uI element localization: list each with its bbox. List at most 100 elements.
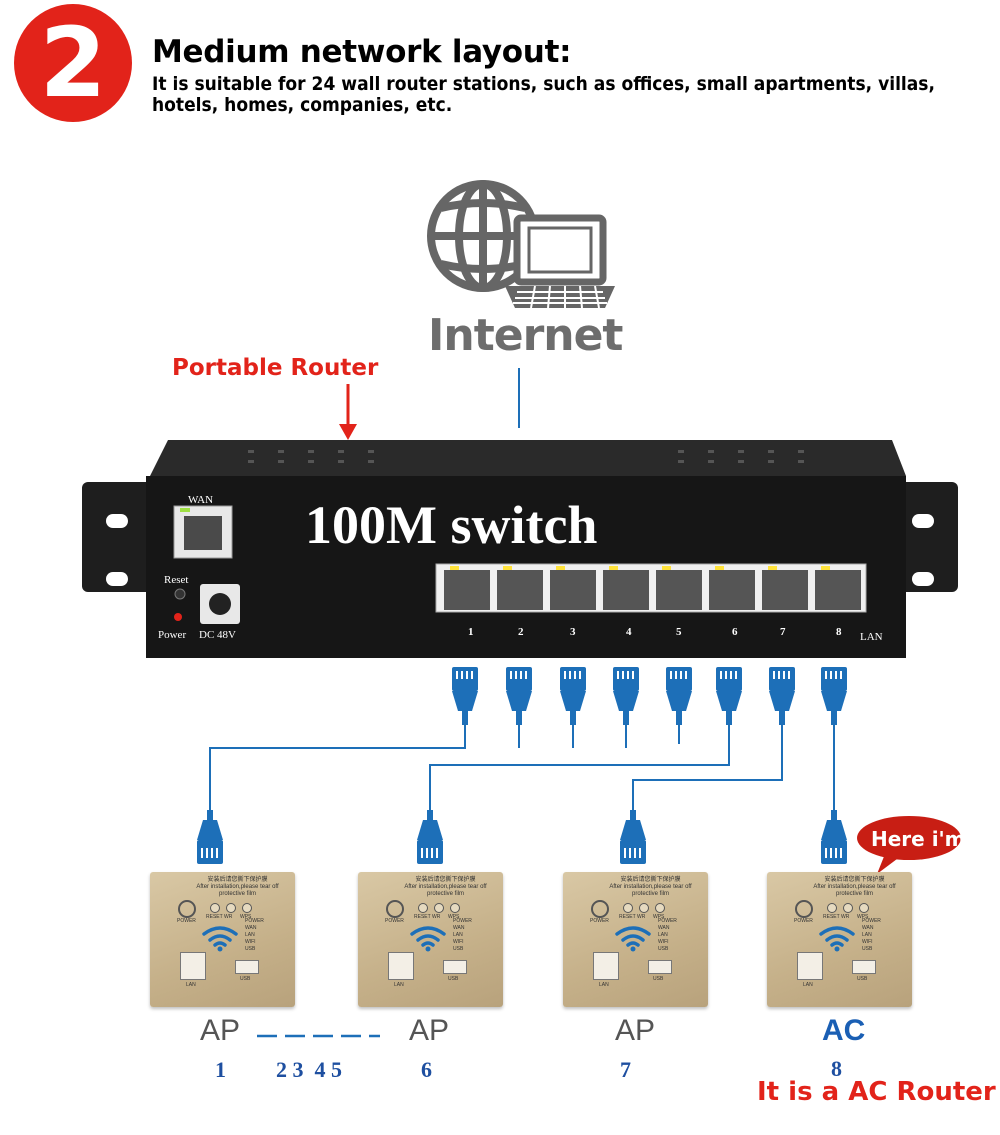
wps-button-icon [242,903,252,913]
led-label: LAN [658,932,668,938]
reset-label: RESET [619,914,636,920]
internet-label: Internet [428,310,623,361]
port-number: 5 [676,626,682,638]
led-label: USB [658,946,669,952]
wr-button-icon [434,903,444,913]
usb-port-icon [235,960,259,974]
step-number-badge: 2 [14,4,132,122]
lan-cables [209,725,835,810]
rj45-plug-icon [416,809,444,865]
port-number: 3 [570,626,576,638]
led-label: POWER [862,918,881,924]
led-label: WAN [862,925,874,931]
power-label: POWER [385,918,404,924]
reset-label: RESET [206,914,223,920]
led-label: WIFI [453,939,464,945]
switch-cable-plugs [451,666,848,726]
led-label: WAN [245,925,257,931]
device-type-label: AP [409,1014,450,1047]
rj45-plug-icon [820,809,848,865]
usb-label: USB [448,976,459,982]
power-label: POWER [590,918,609,924]
wps-button-icon [450,903,460,913]
panel-header-text: 安装后请您撕下保护膜 [824,877,885,883]
wr-button-icon [639,903,649,913]
led-label: POWER [658,918,677,924]
rj45-plug-icon [505,666,533,726]
page-title: Medium network layout: [152,34,572,70]
wifi-icon [819,926,855,952]
power-button-icon [178,900,196,918]
reset-button-icon [827,903,837,913]
port-number: 4 [626,626,632,638]
wr-label: WR [841,914,850,920]
device-type-label: AP [615,1014,656,1047]
led-label: USB [862,946,873,952]
panel-header-sub: After installation,please tear off prote… [196,884,279,897]
wr-label: WR [432,914,441,920]
lan-label: LAN [860,631,883,643]
wr-button-icon [843,903,853,913]
device-type-label: AC [822,1014,866,1047]
power-label: POWER [794,918,813,924]
speech-bubble [857,816,961,874]
port-number: 6 [732,626,738,638]
rj45-plug-icon [612,666,640,726]
usb-port-icon [852,960,876,974]
dc-label: DC 48V [199,629,236,641]
wps-button-icon [655,903,665,913]
usb-label: USB [857,976,868,982]
lan-port-icon [388,952,414,980]
bubble-text: Here i'm [871,827,966,851]
wps-label: WPS [653,914,665,920]
panel-header-text: 安装后请您撕下保护膜 [415,877,476,883]
port-number: 7 [780,626,786,638]
switch-title: 100M switch [305,495,598,555]
rj45-plug-icon [559,666,587,726]
lan-label: LAN [394,982,404,988]
wifi-icon [410,926,446,952]
led-indicator-list: POWER WAN LAN WIFI USB [862,918,881,953]
led-label: WIFI [245,939,256,945]
panel-cable-plugs [196,809,848,865]
device-number: 1 [215,1057,226,1082]
device-number-range: 2 3 4 5 [276,1057,342,1082]
power-button-icon [795,900,813,918]
led-label: LAN [245,932,255,938]
led-label: WAN [453,925,465,931]
power-label: POWER [177,918,196,924]
wan-label: WAN [188,494,214,506]
device-number: 6 [421,1057,432,1082]
reset-label: Reset [164,574,189,586]
page-subtitle: It is suitable for 24 wall router statio… [152,73,935,116]
port-number: 1 [468,626,474,638]
reset-button-icon [210,903,220,913]
wps-button-icon [859,903,869,913]
lan-port-icon [180,952,206,980]
lan-label: LAN [599,982,609,988]
lan-port-icon [797,952,823,980]
dashed-separator [257,1034,380,1038]
rj45-plug-icon [619,809,647,865]
portable-router-label: Portable Router [172,355,379,381]
rj45-plug-icon [196,809,224,865]
lan-port-icon [593,952,619,980]
device-number: 7 [620,1057,631,1082]
device-type-label: AP [200,1014,241,1047]
wps-label: WPS [448,914,460,920]
lan-label: LAN [803,982,813,988]
rj45-plug-icon [715,666,743,726]
led-label: USB [453,946,464,952]
led-label: USB [245,946,256,952]
rj45-plug-icon [451,666,479,726]
led-label: WIFI [658,939,669,945]
reset-label: RESET [414,914,431,920]
panel-header-text: 安装后请您撕下保护膜 [207,877,268,883]
wps-label: WPS [857,914,869,920]
internet-icon [427,180,615,309]
reset-button-icon [418,903,428,913]
